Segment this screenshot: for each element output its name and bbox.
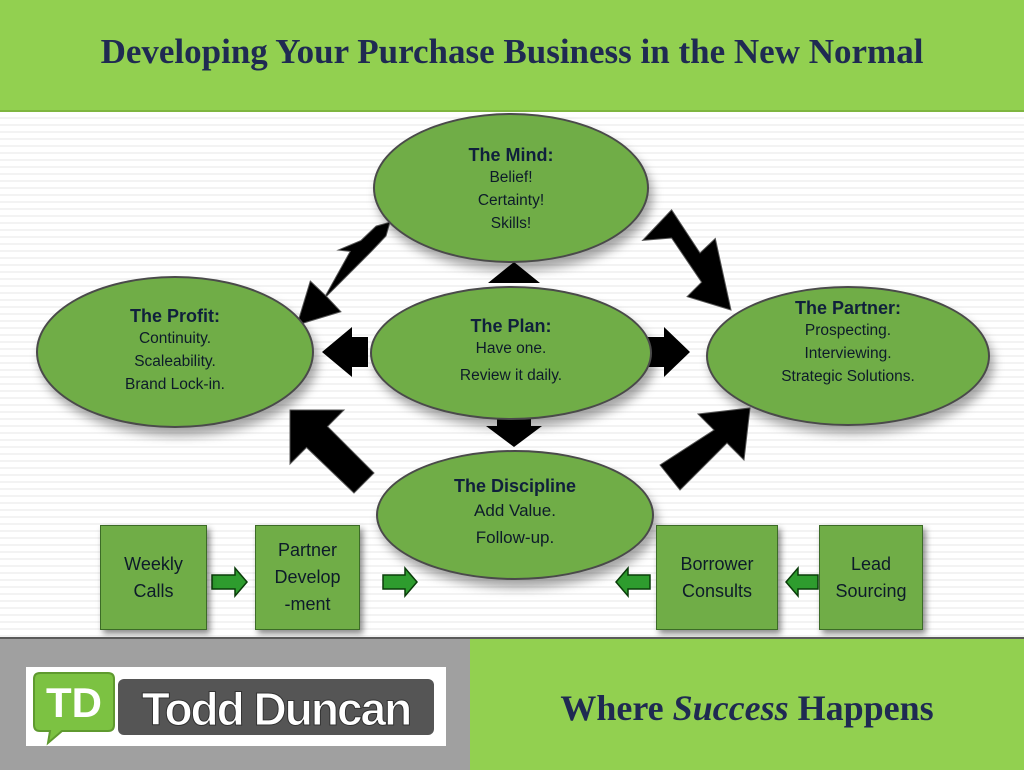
node-discipline-line: Follow-up.: [475, 528, 555, 547]
footer-logo-area: TD Todd Duncan: [0, 637, 470, 770]
arrow-partner-to-discipline: [382, 565, 418, 599]
box-partner-development-line: Partner: [277, 540, 338, 560]
node-profit: The Profit: Continuity. Scaleability. Br…: [36, 276, 314, 428]
arrow-borrower-to-discipline: [615, 565, 651, 599]
arrow-mind-partner-line: [641, 208, 732, 311]
page-title: Developing Your Purchase Business in the…: [100, 32, 924, 71]
todd-duncan-logo: TD Todd Duncan: [26, 667, 446, 746]
box-lead-sourcing-line: Sourcing: [835, 580, 907, 601]
node-plan: The Plan: Have one. Review it daily.: [370, 286, 652, 420]
box-weekly-calls: Weekly Calls: [100, 525, 207, 630]
arrow-discipline-profit: [289, 409, 375, 494]
node-partner-title: The Partner:: [794, 298, 902, 318]
box-lead-sourcing-line: Lead: [850, 553, 892, 574]
node-profit-title: The Profit:: [130, 306, 220, 326]
box-weekly-calls-line: Weekly: [124, 553, 183, 574]
node-mind-line: Belief!: [489, 169, 533, 186]
logo-mark-text: TD: [46, 679, 102, 726]
box-partner-development-line: Develop: [274, 567, 341, 587]
arrow-plan-down: [486, 418, 542, 447]
node-plan-title: The Plan:: [470, 316, 552, 336]
node-plan-line: Have one.: [475, 340, 547, 357]
arrow-plan-right: [648, 327, 690, 377]
box-lead-sourcing: Lead Sourcing: [819, 525, 923, 630]
node-partner-line: Prospecting.: [804, 322, 892, 339]
footer-tagline-area: Where Success Happens: [470, 637, 1024, 770]
logo-graphic: TD Todd Duncan: [33, 672, 434, 746]
node-mind-line: Certainty!: [477, 192, 545, 209]
tagline-start: Where: [560, 688, 673, 728]
node-mind-line: Skills!: [490, 215, 532, 232]
node-profit-line: Brand Lock-in.: [125, 376, 225, 393]
node-discipline-title: The Discipline: [453, 476, 577, 496]
node-mind-title: The Mind:: [468, 145, 554, 165]
tagline-end: Happens: [788, 688, 934, 728]
arrow-discipline-partner: [659, 407, 751, 491]
box-borrower-consults-line: Consults: [681, 580, 753, 601]
logo-name-text: Todd Duncan: [142, 683, 410, 735]
box-partner-development: Partner Develop -ment: [255, 525, 360, 630]
box-borrower-consults-line: Borrower: [680, 553, 754, 574]
node-profit-line: Continuity.: [138, 330, 212, 347]
node-profit-line: Scaleability.: [134, 353, 216, 370]
arrow-plan-up: [488, 262, 540, 283]
tagline-emphasis: Success: [672, 688, 789, 728]
arrow-weekly-to-partner: [211, 565, 248, 599]
node-discipline-line: Add Value.: [474, 501, 556, 520]
box-partner-development-line: -ment: [284, 594, 331, 614]
node-discipline: The Discipline Add Value. Follow-up.: [376, 450, 654, 580]
header-banner: Developing Your Purchase Business in the…: [0, 0, 1024, 112]
box-weekly-calls-line: Calls: [133, 580, 174, 601]
node-partner-line: Strategic Solutions.: [781, 368, 915, 385]
arrow-lead-to-borrower: [785, 565, 819, 599]
box-borrower-consults: Borrower Consults: [656, 525, 778, 630]
node-mind: The Mind: Belief! Certainty! Skills!: [373, 113, 649, 263]
node-plan-line: Review it daily.: [459, 367, 563, 384]
node-partner-line: Interviewing.: [804, 345, 892, 362]
arrow-plan-left: [322, 327, 368, 377]
tagline: Where Success Happens: [470, 687, 1024, 729]
node-partner: The Partner: Prospecting. Interviewing. …: [706, 286, 990, 426]
